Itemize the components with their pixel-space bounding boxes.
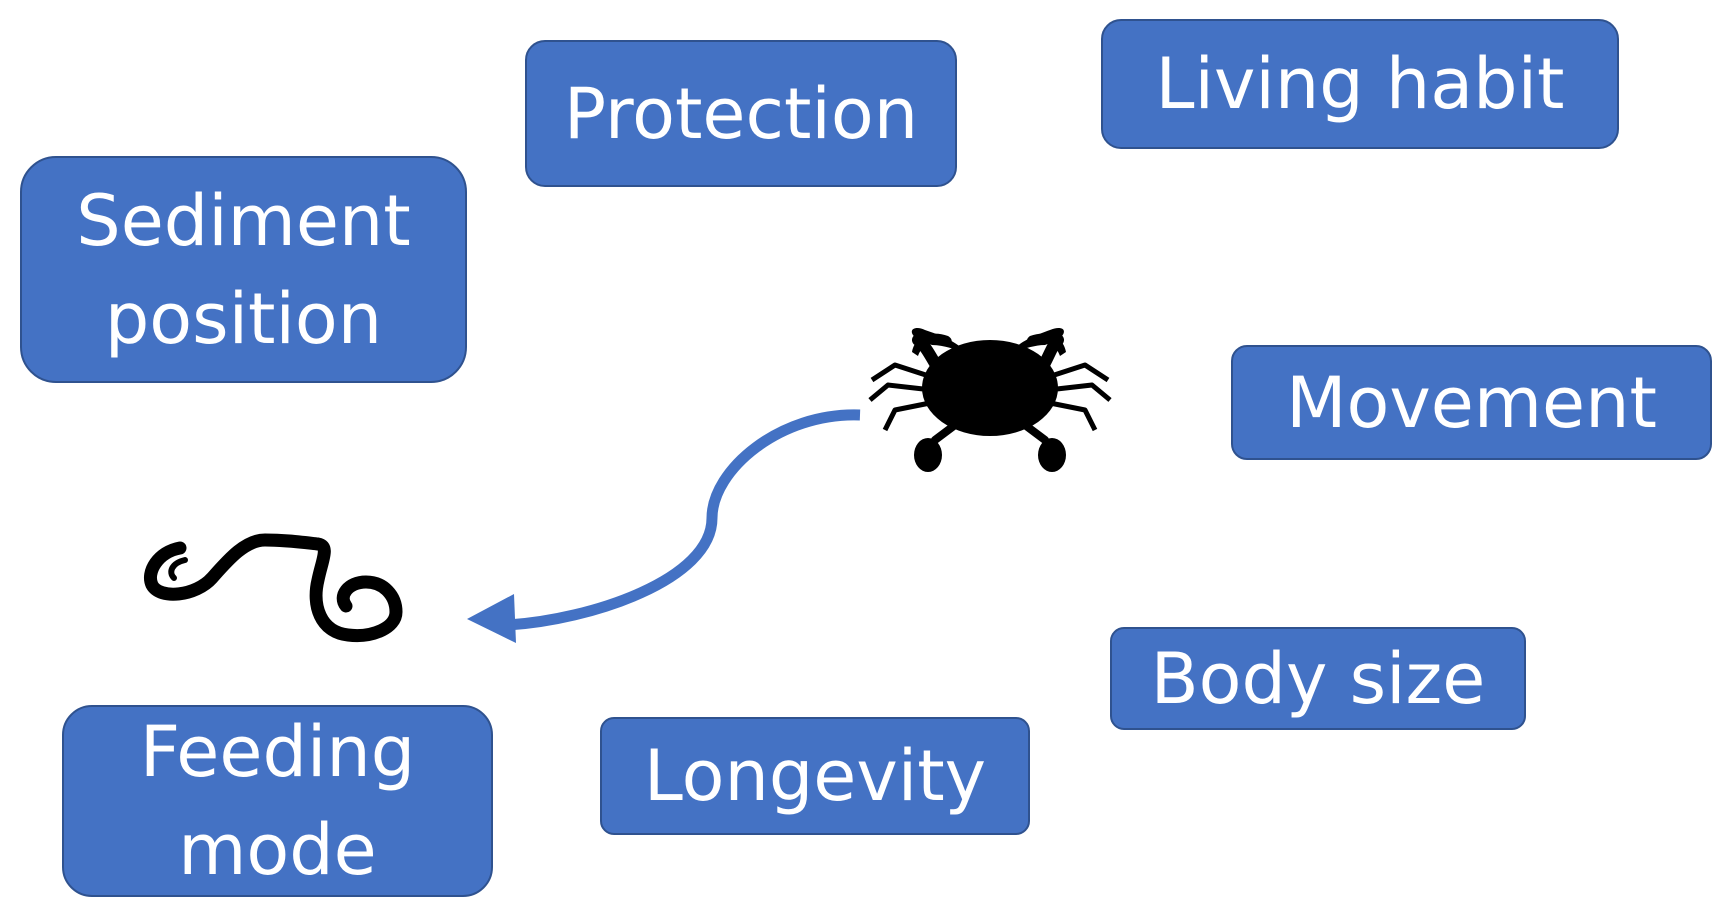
curved-arrow-icon [467,415,860,643]
worm-silhouette-icon [150,540,396,636]
crab-silhouette-icon [870,328,1110,472]
